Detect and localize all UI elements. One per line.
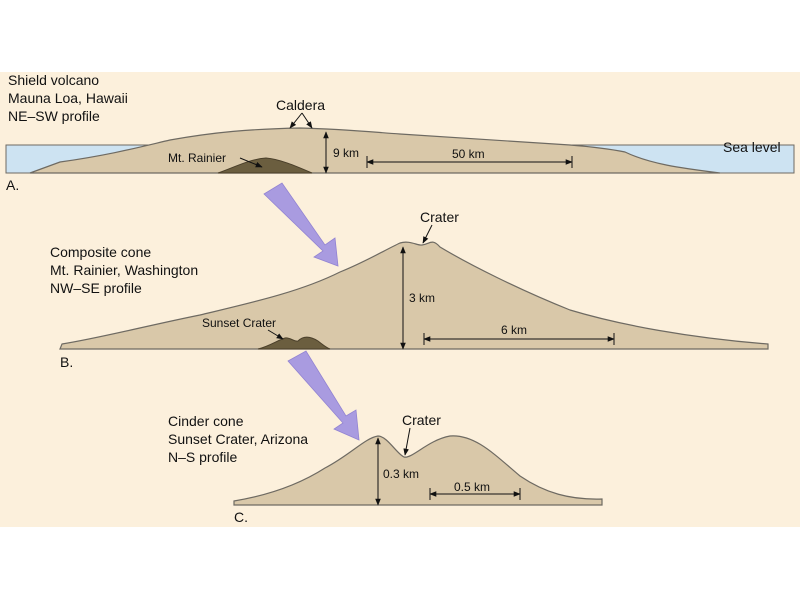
sunset-crater-label: Sunset Crater <box>202 316 276 330</box>
panel-b-composite-cone: Composite cone Mt. Rainier, Washington N… <box>50 209 769 370</box>
height-3km-label: 3 km <box>409 291 435 305</box>
height-0-3km-label: 0.3 km <box>383 467 419 481</box>
width-6km-label: 6 km <box>501 323 527 337</box>
panel-c-letter: C. <box>234 509 248 525</box>
crater-c-leader <box>403 427 411 456</box>
caldera-label: Caldera <box>276 97 325 113</box>
width-50km-label: 50 km <box>452 147 485 161</box>
mt-rainier-profile <box>59 241 769 350</box>
caldera-leader-left <box>289 112 303 129</box>
panel-c-title-line-1: Cinder cone <box>168 413 244 429</box>
panel-c-cinder-cone: Cinder cone Sunset Crater, Arizona N–S p… <box>168 412 603 525</box>
panel-a-letter: A. <box>6 177 19 193</box>
sunset-crater-scale-model <box>257 336 331 350</box>
scale-link-arrow-b-to-c <box>287 350 360 441</box>
panel-a-title-line-2: Mauna Loa, Hawaii <box>8 90 128 106</box>
mt-rainier-scale-model <box>217 157 313 174</box>
panel-c-title-line-3: N–S profile <box>168 449 237 465</box>
panel-b-title-line-1: Composite cone <box>50 244 151 260</box>
panel-b-title-line-3: NW–SE profile <box>50 280 142 296</box>
scale-link-arrow-a-to-b <box>263 182 339 267</box>
panel-a-title-line-1: Shield volcano <box>8 72 99 88</box>
sunset-crater-pointer <box>267 329 284 340</box>
height-9km-label: 9 km <box>333 146 359 160</box>
crater-b-label: Crater <box>420 209 459 225</box>
crater-b-leader <box>422 224 433 244</box>
crater-c-label: Crater <box>402 412 441 428</box>
panel-b-title-line-2: Mt. Rainier, Washington <box>50 262 198 278</box>
sunset-crater-profile <box>233 435 603 506</box>
panel-a-shield-volcano: Shield volcano Mauna Loa, Hawaii NE–SW p… <box>5 72 795 193</box>
mt-rainier-pointer <box>239 157 263 168</box>
mauna-loa-profile <box>29 127 721 174</box>
panel-a-title-line-3: NE–SW profile <box>8 108 100 124</box>
caldera-leader <box>301 112 313 129</box>
panel-b-letter: B. <box>60 354 73 370</box>
mt-rainier-label: Mt. Rainier <box>168 151 226 165</box>
panel-c-title-line-2: Sunset Crater, Arizona <box>168 431 308 447</box>
width-0-5km-label: 0.5 km <box>454 480 490 494</box>
sea-level-label: Sea level <box>723 139 781 155</box>
